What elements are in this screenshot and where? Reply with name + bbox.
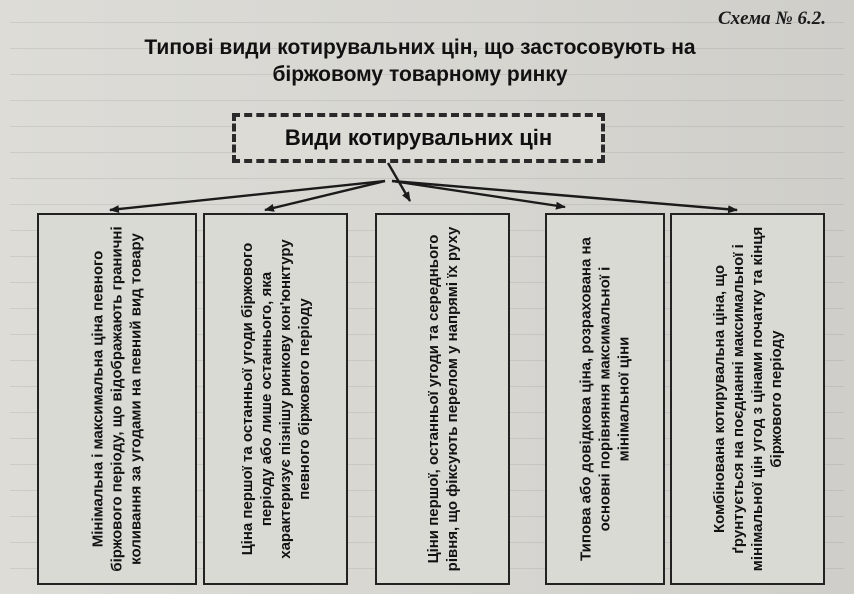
child-node-4: Типова або довідкова ціна, розрахована н… [545, 213, 665, 585]
arrow-to-child-5 [391, 179, 738, 214]
scheme-label: Схема № 6.2. [717, 8, 826, 29]
child-node-5: Комбінована котирувальна ціна, що ґрунту… [670, 213, 825, 585]
child-node-2: Ціна першої та останньої угоди біржового… [203, 213, 348, 585]
root-node-label: Види котирувальних цін [284, 125, 553, 150]
child-node-1-text: Мінімальна і максимальна ціна певного бі… [89, 226, 145, 572]
child-node-3: Ціни першої, останньої угоди та середньо… [375, 213, 510, 585]
child-node-5-text: Комбінована котирувальна ціна, що ґрунту… [710, 226, 785, 572]
child-node-3-text: Ціни першої, останньої угоди та середньо… [424, 226, 461, 572]
arrow-to-child-2 [264, 179, 386, 212]
child-node-1: Мінімальна і максимальна ціна певного бі… [37, 213, 197, 585]
child-node-4-text: Типова або довідкова ціна, розрахована н… [577, 237, 633, 561]
child-node-2-text: Ціна першої та останньої угоди біржового… [238, 239, 313, 559]
arrow-to-child-1 [109, 179, 386, 214]
arrow-to-child-4 [391, 179, 566, 210]
root-node-box: Види котирувальних цін [232, 113, 605, 163]
diagram-title: Типові види котирувальних цін, що застос… [144, 36, 696, 86]
